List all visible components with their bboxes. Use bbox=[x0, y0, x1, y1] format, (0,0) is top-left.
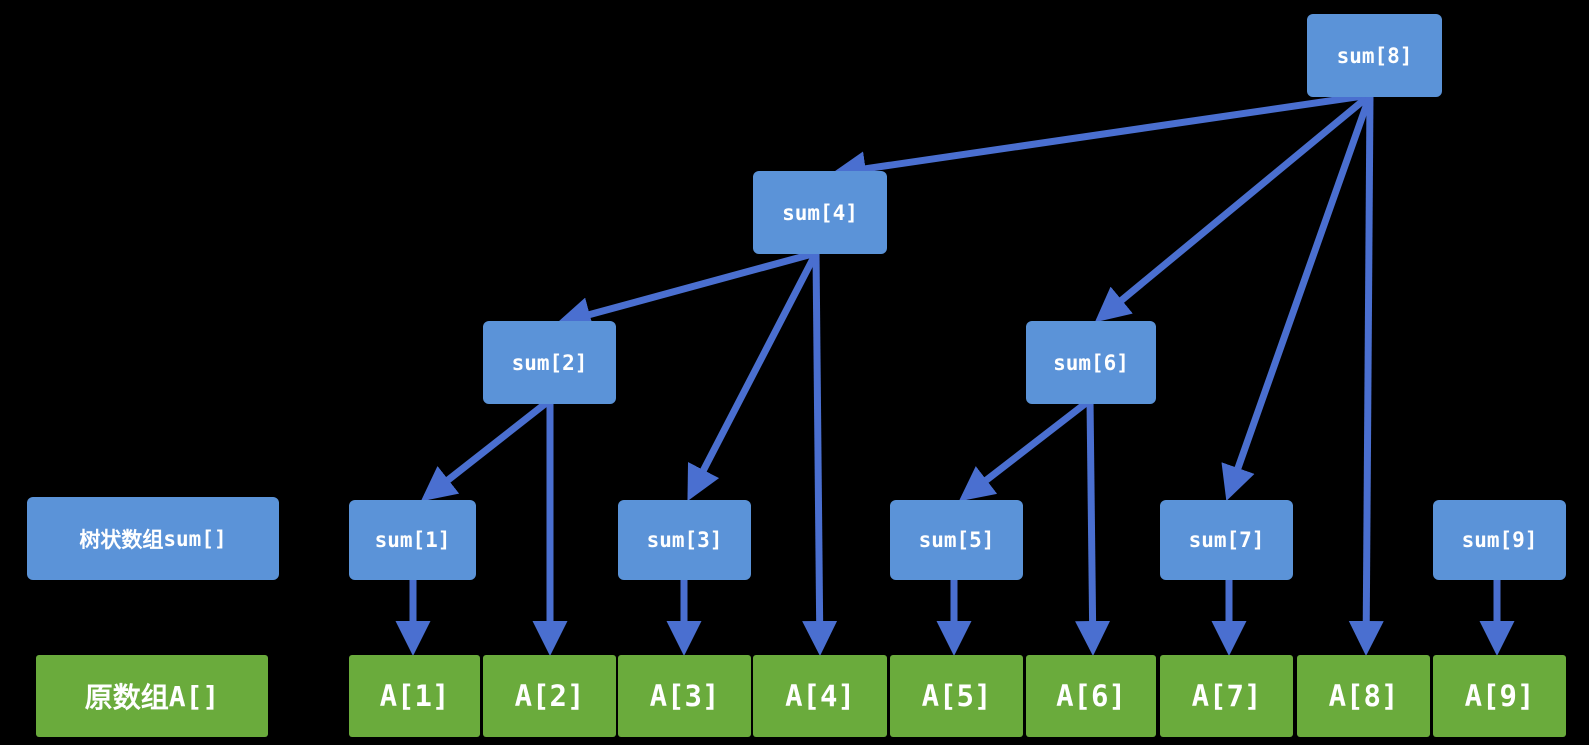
sum-node-6: sum[6] bbox=[1026, 321, 1156, 404]
edge-sum4-to-sum3 bbox=[687, 251, 820, 502]
array-node-3: A[3] bbox=[618, 655, 751, 737]
sum-node-3: sum[3] bbox=[618, 500, 751, 580]
edge-sum4-to-A4 bbox=[802, 252, 838, 657]
sum-node-4: sum[4] bbox=[753, 171, 887, 254]
sum-node-2: sum[2] bbox=[483, 321, 616, 404]
edge-sum8-to-sum6 bbox=[1094, 92, 1373, 323]
edge-sum4-to-sum2 bbox=[555, 249, 817, 332]
array-node-6: A[6] bbox=[1026, 655, 1156, 737]
edge-sum6-to-sum5 bbox=[958, 397, 1093, 502]
edge-sum8-to-sum4 bbox=[830, 91, 1371, 187]
edge-sum6-to-A6 bbox=[1075, 399, 1111, 657]
tree-array-label-cjk: 树状数组 bbox=[79, 527, 164, 552]
sum-node-5: sum[5] bbox=[890, 500, 1023, 580]
original-array-label-code: A[] bbox=[168, 679, 220, 713]
sum-node-7: sum[7] bbox=[1160, 500, 1293, 580]
array-node-5: A[5] bbox=[890, 655, 1023, 737]
edge-sum8-to-sum7 bbox=[1221, 93, 1374, 502]
array-node-8: A[8] bbox=[1297, 655, 1430, 737]
sum-node-8: sum[8] bbox=[1307, 14, 1442, 97]
original-array-label-cjk: 原数组 bbox=[84, 681, 169, 714]
array-node-1: A[1] bbox=[349, 655, 480, 737]
sum-node-9: sum[9] bbox=[1433, 500, 1566, 580]
tree-array-label-code: sum[] bbox=[163, 526, 227, 551]
sum-node-1: sum[1] bbox=[349, 500, 476, 580]
array-node-2: A[2] bbox=[483, 655, 616, 737]
array-node-9: A[9] bbox=[1433, 655, 1566, 737]
edge-sum8-to-A8 bbox=[1348, 94, 1384, 657]
array-node-4: A[4] bbox=[753, 655, 887, 737]
array-node-7: A[7] bbox=[1160, 655, 1293, 737]
edge-sum2-to-sum1 bbox=[420, 397, 553, 502]
